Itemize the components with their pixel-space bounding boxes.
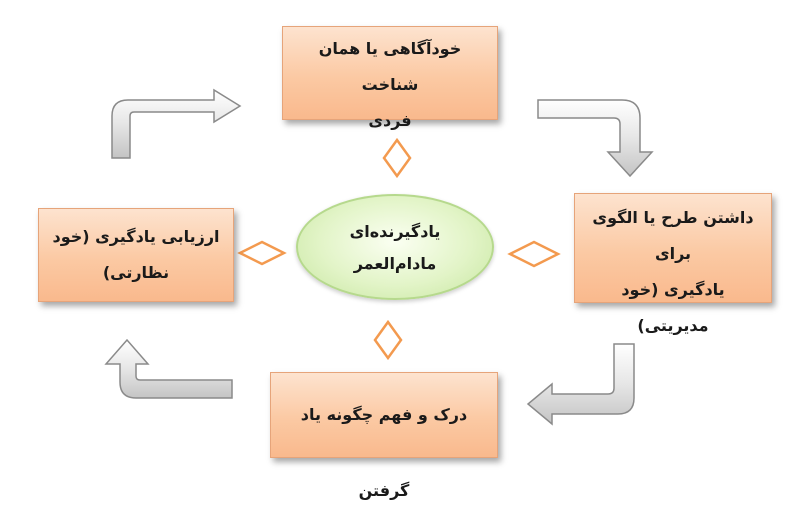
diamond-connector-bottom xyxy=(373,319,403,361)
arrow-right-to-bottom xyxy=(526,343,635,426)
center-lifelong-learner-ellipse: یادگیرنده‌ای مادام‌العمر xyxy=(296,194,494,300)
arrow-left-to-top xyxy=(111,88,242,159)
stage-self-management-box: داشتن طرح یا الگوی برای یادگیری (خود مدی… xyxy=(574,193,772,335)
stage-self-monitoring-label: ارزیابی یادگیری (خود نظارتی) xyxy=(52,227,220,282)
stage-learning-how-box: درک و فهم چگونه یاد گرفتن xyxy=(270,372,498,500)
center-lifelong-learner-label: یادگیرنده‌ای مادام‌العمر xyxy=(349,222,441,273)
cycle-diagram xyxy=(104,88,654,426)
stage-self-awareness-label: خودآگاهی یا همان شناخت فردی xyxy=(318,39,462,130)
stage-learning-how-label: درک و فهم چگونه یاد گرفتن xyxy=(300,405,468,500)
arrow-top-to-right xyxy=(537,99,654,178)
stage-self-awareness-box: خودآگاهی یا همان شناخت فردی xyxy=(282,26,498,130)
diamond-connector-top xyxy=(382,137,412,179)
diamond-connector-left xyxy=(237,240,287,266)
arrow-bottom-to-left xyxy=(104,338,233,399)
stage-self-management-label: داشتن طرح یا الگوی برای یادگیری (خود مدی… xyxy=(592,208,754,335)
stage-self-monitoring-box: ارزیابی یادگیری (خود نظارتی) xyxy=(38,208,234,302)
diamond-connector-right xyxy=(507,240,561,268)
